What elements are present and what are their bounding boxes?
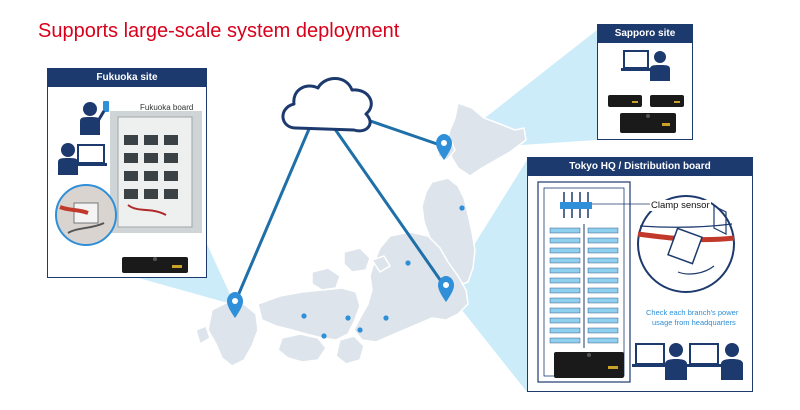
beam-tokyo [446, 160, 527, 392]
board-label: Fukuoka board [140, 103, 194, 112]
sapporo-panel: Sapporo site [597, 24, 693, 140]
gateway-device-icon [650, 95, 684, 107]
gateway-device-icon [554, 352, 624, 378]
fukuoka-illustration [55, 101, 202, 273]
sapporo-illustration [608, 50, 684, 133]
person-laptop-icon [58, 143, 107, 175]
gateway-device-icon [122, 257, 188, 273]
map-pin-icon [436, 134, 452, 160]
clamp-sensor-closeup [592, 195, 735, 293]
person-laptop-icon [632, 343, 687, 380]
headline: Supports large-scale system deployment [38, 20, 400, 42]
gateway-device-icon [620, 113, 676, 133]
panel-title: Sapporo site [598, 25, 692, 43]
clamp-sensor-label: Clamp sensor [650, 200, 711, 211]
board-photo [110, 111, 202, 233]
cloud-icon [281, 77, 373, 133]
person-laptop-icon [621, 50, 670, 81]
clamp-closeup [55, 184, 117, 246]
japan-map [195, 102, 527, 367]
panel-title: Fukuoka site [48, 69, 206, 87]
map-pin-icon [438, 276, 454, 302]
site-dots [301, 205, 465, 339]
tokyo-illustration [537, 181, 743, 383]
person-laptop-icon [686, 343, 743, 380]
fukuoka-panel: Fukuoka site [47, 68, 207, 278]
tokyo-panel: Tokyo HQ / Distribution board [527, 157, 753, 392]
usage-note-line2: usage from headquarters [652, 318, 736, 327]
usage-note-line1: Check each branch's power [646, 308, 739, 317]
distribution-board [537, 181, 631, 383]
map-pin-icon [227, 292, 243, 318]
person-phone-icon [80, 101, 109, 135]
panel-title: Tokyo HQ / Distribution board [528, 158, 752, 176]
gateway-device-icon [608, 95, 642, 107]
